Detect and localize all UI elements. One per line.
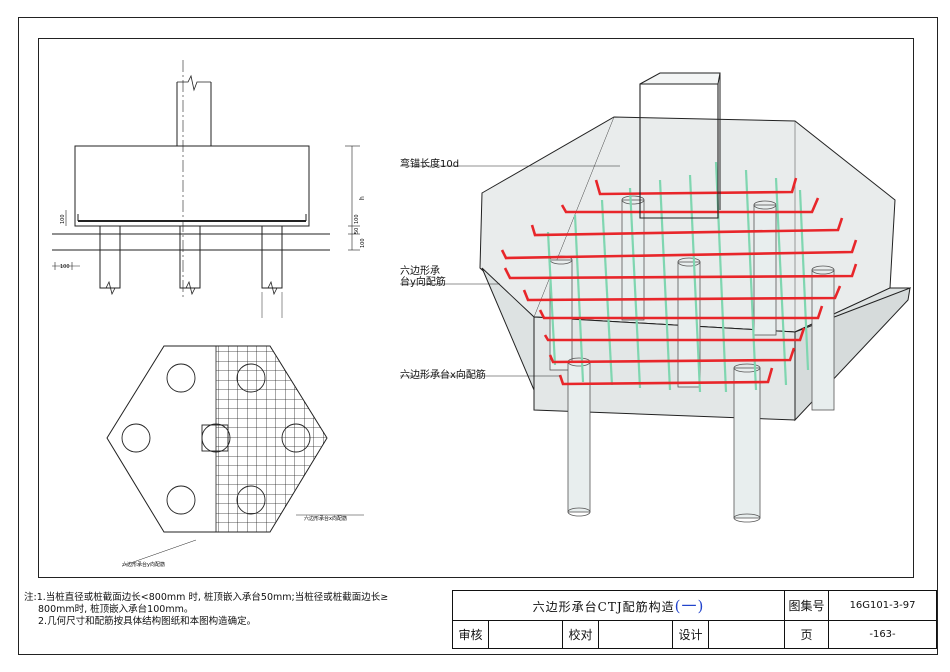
- note-line-3: 2.几何尺寸和配筋按具体结构图纸和本图构造确定。: [38, 616, 257, 627]
- label-y-rebar-2: 台y向配筋: [400, 277, 446, 288]
- page-value: -163-: [828, 620, 937, 649]
- design-value: [708, 620, 785, 649]
- plan-label-bottom: 六边形承台y向配筋: [122, 561, 165, 568]
- plan-view: [106, 345, 364, 567]
- label-y-rebar-1: 六边形承: [400, 266, 440, 277]
- review-label: 审核: [452, 620, 489, 649]
- drawing-frame: [38, 38, 914, 578]
- note-line-2: 800mm时, 桩顶嵌入承台100mm。: [38, 604, 194, 615]
- review-value: [488, 620, 563, 649]
- label-anchor-length: 弯锚长度10d: [400, 159, 460, 170]
- atlas-value: 16G101-3-97: [828, 590, 937, 621]
- dim-100c: 100: [60, 214, 66, 224]
- plan-label-right: 六边形承台x向配筋: [304, 515, 347, 522]
- atlas-label: 图集号: [784, 590, 829, 621]
- section-view: [52, 60, 360, 318]
- check-label: 校对: [562, 620, 599, 649]
- dim-50: 50: [354, 228, 360, 234]
- check-value: [598, 620, 673, 649]
- design-label: 设计: [672, 620, 709, 649]
- dim-h: h: [359, 196, 366, 200]
- title-suffix: (一): [674, 597, 705, 615]
- title-main: 六边形承台CTJ配筋构造: [532, 600, 675, 614]
- notes: 注:1.当桩直径或桩截面边长<800mm 时, 桩顶嵌入承台50mm;当桩径或桩…: [24, 592, 444, 628]
- dim-100a: 100: [354, 214, 360, 224]
- page-label: 页: [784, 620, 829, 649]
- title-block: 六边形承台CTJ配筋构造(一) 图集号 16G101-3-97 审核 校对 设计…: [452, 590, 937, 649]
- dim-left100: 100: [60, 264, 70, 270]
- note-line-1: 注:1.当桩直径或桩截面边长<800mm 时, 桩顶嵌入承台50mm;当桩径或桩…: [24, 592, 389, 603]
- outer-frame: [18, 17, 938, 655]
- label-x-rebar: 六边形承台x向配筋: [400, 370, 486, 381]
- drawing-title: 六边形承台CTJ配筋构造(一): [452, 590, 785, 621]
- 3d-view: [400, 72, 912, 523]
- dim-100b: 100: [360, 238, 366, 248]
